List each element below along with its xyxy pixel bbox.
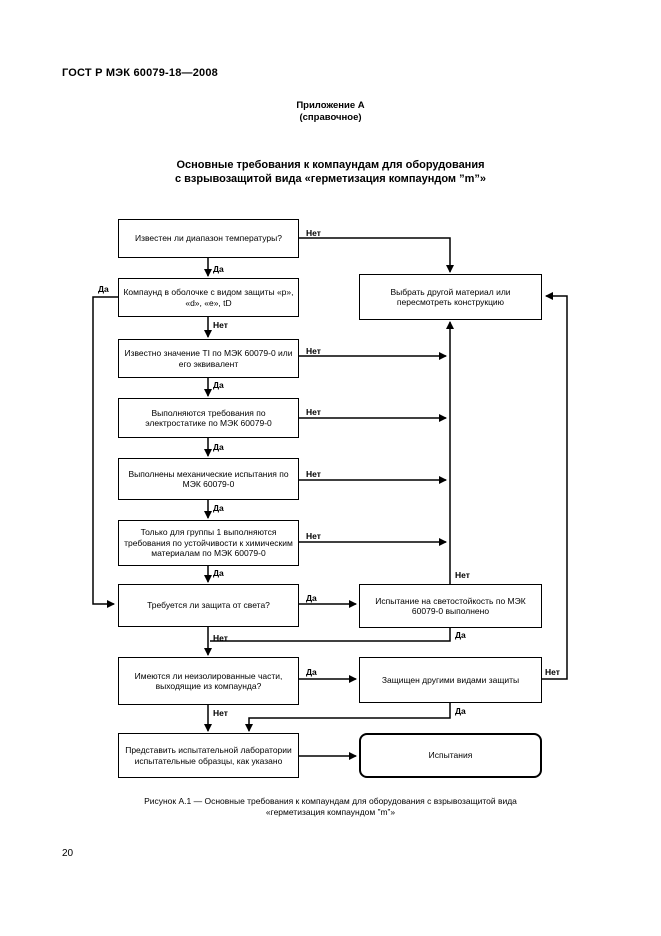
figure-title: Основные требования к компаундам для обо… [0, 158, 661, 186]
box-ti-value: Известно значение TI по МЭК 60079-0 или … [118, 339, 299, 378]
label-no: Нет [213, 320, 228, 330]
box-electrostatic: Выполняются требования по электростатике… [118, 398, 299, 438]
label-no: Нет [306, 407, 321, 417]
box-enclosure-protection: Компаунд в оболочке с видом защиты «p», … [118, 278, 299, 317]
figure-title-line1: Основные требования к компаундам для обо… [176, 159, 485, 171]
label-yes: Да [213, 380, 224, 390]
box-temperature-range: Известен ли диапазон температуры? [118, 219, 299, 258]
appendix-type: (справочное) [299, 112, 362, 123]
box-mechanical-tests: Выполнены механические испытания по МЭК … [118, 458, 299, 500]
box-light-test-done: Испытание на светостойкость по МЭК 60079… [359, 584, 542, 628]
box-select-other-material: Выбрать другой материал или пересмотреть… [359, 274, 542, 320]
document-header: ГОСТ Р МЭК 60079-18—2008 [62, 67, 219, 79]
box-light-protection: Требуется ли защита от света? [118, 584, 299, 627]
appendix-label: Приложение А [296, 100, 365, 111]
label-yes: Да [213, 442, 224, 452]
box-chemical-resistance: Только для группы 1 выполняются требован… [118, 520, 299, 566]
label-yes: Да [455, 630, 466, 640]
box-submit-samples: Представить испытательной лаборатории ис… [118, 733, 299, 778]
label-no: Нет [306, 531, 321, 541]
appendix-heading: Приложение А (справочное) [0, 100, 661, 124]
label-yes: Да [213, 568, 224, 578]
label-no: Нет [306, 469, 321, 479]
label-yes: Да [98, 284, 109, 294]
label-yes: Да [306, 667, 317, 677]
label-no: Нет [545, 667, 560, 677]
box-uninsulated-parts: Имеются ли неизолированные части, выходя… [118, 657, 299, 705]
page-number: 20 [62, 848, 74, 859]
label-no: Нет [306, 346, 321, 356]
label-no: Нет [213, 633, 228, 643]
label-yes: Да [455, 706, 466, 716]
figure-caption-line2: «герметизация компаундом ”m”» [265, 807, 396, 817]
figure-caption: Рисунок А.1 — Основные требования к комп… [0, 796, 661, 818]
label-yes: Да [306, 593, 317, 603]
label-no: Нет [213, 708, 228, 718]
figure-title-line2: с взрывозащитой вида «герметизация компа… [175, 173, 486, 185]
label-yes: Да [213, 503, 224, 513]
label-yes: Да [213, 264, 224, 274]
box-other-protection: Защищен другими видами защиты [359, 657, 542, 703]
figure-caption-line1: Рисунок А.1 — Основные требования к комп… [144, 796, 517, 806]
label-no: Нет [306, 228, 321, 238]
label-no: Нет [455, 570, 470, 580]
box-tests: Испытания [359, 733, 542, 778]
